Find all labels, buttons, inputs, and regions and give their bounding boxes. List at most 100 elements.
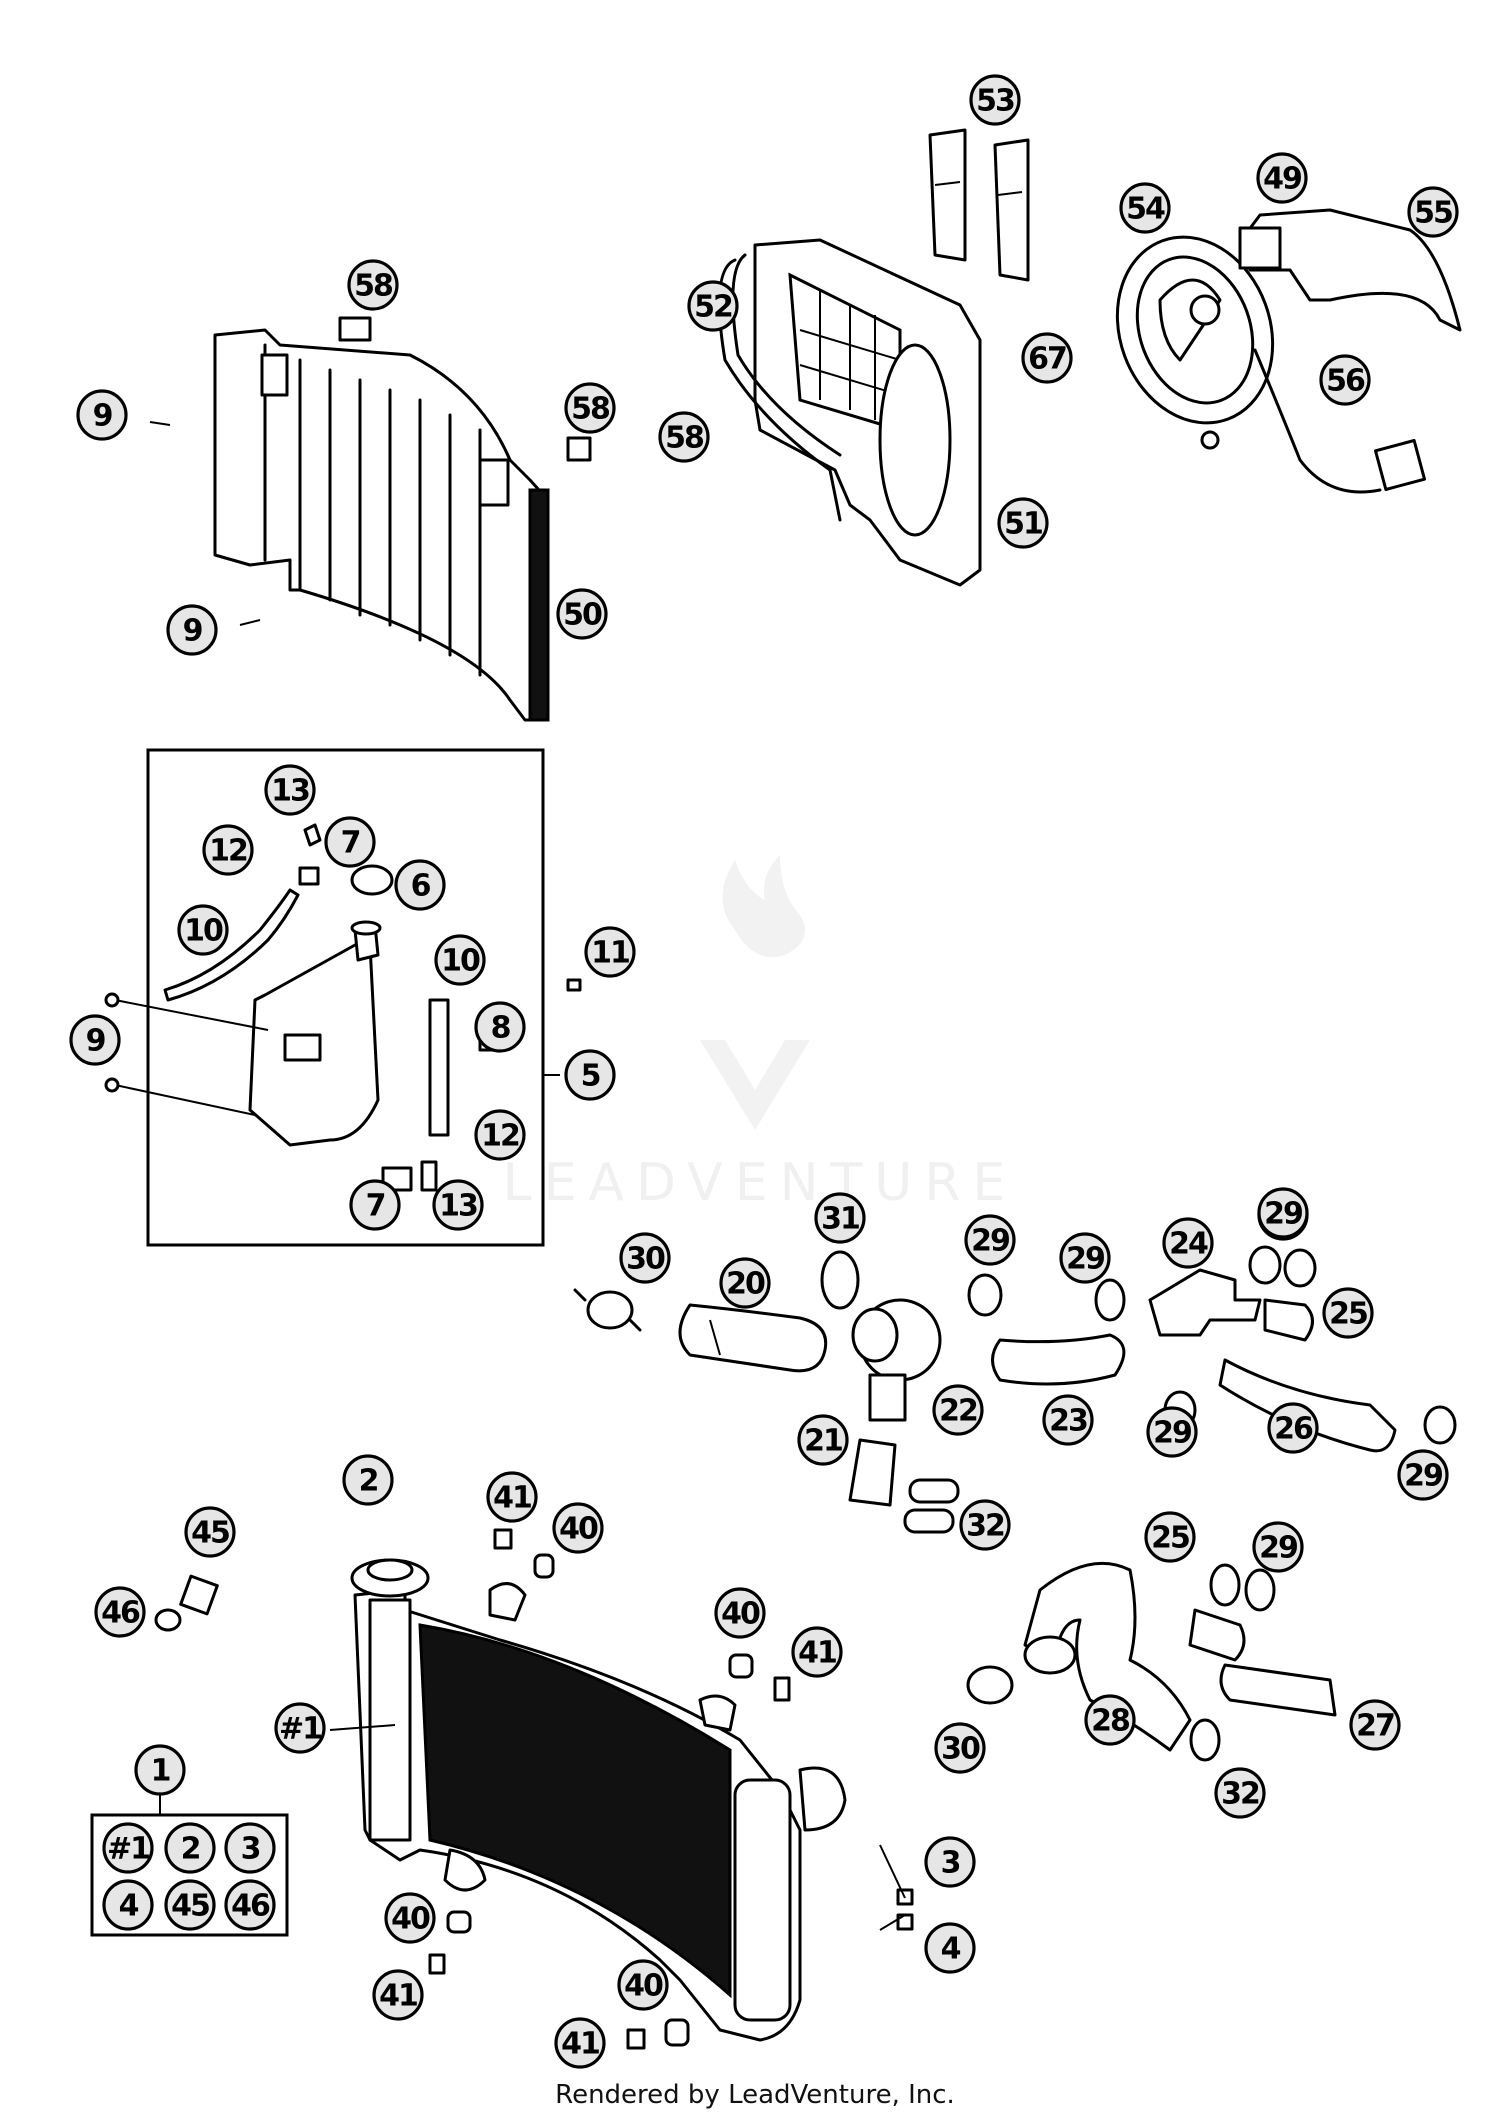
callout-circle	[1267, 1402, 1319, 1454]
callout-circle	[1084, 1694, 1136, 1746]
callout-circle	[719, 1257, 771, 1309]
callout-circle	[384, 1892, 436, 1944]
callout-number: 24	[1169, 1227, 1208, 1262]
callout-circle	[474, 1109, 526, 1161]
callout-21: 21	[797, 1414, 849, 1466]
radiator-shroud	[149, 316, 592, 722]
callout-53: 53	[969, 74, 1021, 126]
callout-number: 10	[441, 944, 480, 979]
kit-callout-circle	[224, 1822, 276, 1874]
callout-circle	[1162, 1217, 1214, 1269]
callout-number: 53	[976, 84, 1014, 119]
callout-number: 26	[1274, 1412, 1313, 1447]
callout-number: 12	[481, 1119, 519, 1154]
callout-number: 41	[379, 1979, 417, 2014]
callout-41: 41	[486, 1471, 538, 1523]
callout-50: 50	[556, 588, 608, 640]
callout-58: 58	[564, 382, 616, 434]
callout-9: 9	[69, 1014, 121, 1066]
callout-29: 29	[1257, 1187, 1309, 1239]
callout-24: 24	[1162, 1217, 1214, 1269]
callout-circle	[372, 1969, 424, 2021]
callout-number: 41	[561, 2027, 599, 2062]
hoses-group	[573, 1245, 1457, 1534]
callout-circle	[486, 1471, 538, 1523]
callout-number: 67	[1028, 342, 1066, 377]
callout-number: 9	[183, 614, 202, 649]
kit-callout-number: 2	[181, 1832, 200, 1867]
callout-circle	[432, 1179, 484, 1231]
callout-circle	[617, 1959, 669, 2011]
callout-circle	[349, 1179, 401, 1231]
callout-circle	[964, 1214, 1016, 1266]
kit-callout-circle	[164, 1822, 216, 1874]
callout-number: 3	[941, 1846, 960, 1881]
callout-10: 10	[177, 904, 229, 956]
callout-number: 29	[1264, 1197, 1302, 1232]
callout-circle	[658, 411, 710, 463]
callout-9: 9	[76, 389, 128, 441]
callout-circle	[997, 497, 1049, 549]
kit-callout-circle	[102, 1822, 154, 1874]
callout-number: 32	[966, 1509, 1004, 1544]
callout-4: 4	[924, 1922, 976, 1974]
callout-number: 7	[341, 826, 360, 861]
callout-67: 67	[1021, 332, 1073, 384]
callout-29: 29	[1397, 1449, 1449, 1501]
kit-callout-circle	[224, 1879, 276, 1931]
callout-circle	[166, 604, 218, 656]
callout-circle	[1319, 354, 1371, 406]
callout-41: 41	[791, 1626, 843, 1678]
callout-3: 3	[924, 1836, 976, 1888]
callout-54: 54	[1119, 182, 1171, 234]
callout-ref1: #1	[274, 1702, 326, 1754]
fan-cover	[1238, 208, 1462, 332]
callout-13: 13	[432, 1179, 484, 1231]
callout-number: 27	[1356, 1709, 1394, 1744]
callout-circle	[1021, 332, 1073, 384]
kit-callout-number: 45	[171, 1889, 209, 1924]
callout-number: #1	[279, 1712, 321, 1747]
callout-31: 31	[814, 1192, 866, 1244]
callout-circle	[1407, 186, 1459, 238]
callout-number: 5	[581, 1059, 600, 1094]
watermark-text: LEADVENTURE	[503, 1153, 1018, 1213]
callout-32: 32	[1214, 1767, 1266, 1819]
callout-circle	[1322, 1287, 1374, 1339]
kit-callout-number: #1	[107, 1832, 149, 1867]
callout-number: 28	[1091, 1704, 1130, 1739]
callout-number: 29	[971, 1224, 1009, 1259]
callout-number: 21	[804, 1424, 842, 1459]
callout-20: 20	[719, 1257, 771, 1309]
callout-circle	[959, 1499, 1011, 1551]
callout-56: 56	[1319, 354, 1371, 406]
callout-52: 52	[687, 280, 739, 332]
callout-40: 40	[714, 1587, 766, 1639]
callout-circle	[552, 1502, 604, 1554]
callout-12: 12	[202, 824, 254, 876]
callout-27: 27	[1349, 1699, 1401, 1751]
callout-circle	[1397, 1449, 1449, 1501]
callout-32: 32	[959, 1499, 1011, 1551]
callout-circle	[1042, 1394, 1094, 1446]
callout-29: 29	[1146, 1406, 1198, 1458]
callout-number: 49	[1263, 162, 1301, 197]
callout-number: 46	[101, 1596, 140, 1631]
callout-number: 58	[665, 421, 704, 456]
callout-circle	[934, 1722, 986, 1774]
callout-28: 28	[1084, 1694, 1136, 1746]
radiator	[154, 1528, 914, 2050]
callout-number: 1	[151, 1754, 170, 1789]
callout-25: 25	[1144, 1511, 1196, 1563]
callout-13: 13	[264, 764, 316, 816]
callout-46: 46	[94, 1586, 146, 1638]
callout-number: 41	[798, 1636, 836, 1671]
callout-circle	[791, 1626, 843, 1678]
callout-12: 12	[474, 1109, 526, 1161]
callout-30: 30	[619, 1232, 671, 1284]
callout-51: 51	[997, 497, 1049, 549]
callout-number: 45	[191, 1516, 229, 1551]
callout-2: 2	[342, 1454, 394, 1506]
